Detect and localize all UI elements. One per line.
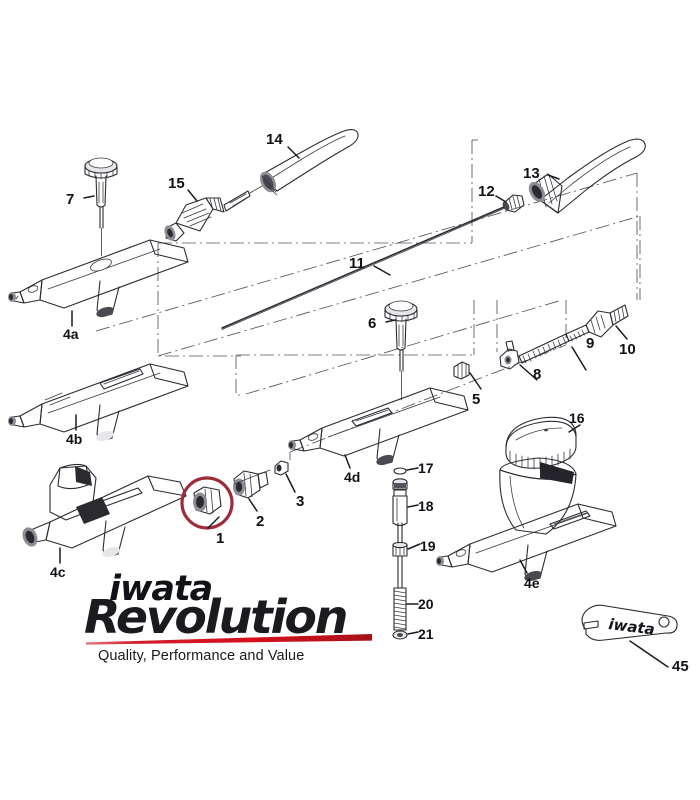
callout-19: 19 [407, 538, 436, 554]
callout-label-19: 19 [420, 538, 436, 554]
part-4e-body [8, 239, 189, 318]
callout-label-4b: 4c [50, 564, 66, 580]
callout-label-7: 7 [66, 191, 74, 208]
part-4c-body [288, 387, 469, 466]
part-16-cup-lid [505, 416, 577, 470]
iwata-revolution-logo: iwata Revolution Quality, Performance an… [84, 572, 384, 672]
callout-14: 14 [266, 131, 300, 159]
callout-18: 18 [407, 498, 434, 514]
callout-label-13: 13 [523, 165, 540, 182]
callout-label-10: 10 [619, 341, 636, 358]
callout-label-14: 14 [266, 131, 283, 148]
callout-20: 20 [406, 596, 434, 612]
callout-4d: 4e [519, 559, 540, 591]
callout-label-8: 8 [533, 366, 541, 383]
valve-assembly-column [392, 467, 408, 640]
callout-9: 9 [571, 335, 594, 371]
part-15-nozzle-cap [164, 185, 263, 242]
part-7-needle-adjusting-knob [84, 157, 118, 257]
callout-11: 11 [349, 255, 391, 276]
callout-10: 10 [615, 325, 636, 358]
part-2-nozzle-base [233, 470, 269, 499]
logo-product-text: Revolution [84, 590, 348, 644]
part-1-nozzle-cap [193, 486, 222, 515]
callout-label-18: 18 [418, 498, 434, 514]
callout-label-15: 15 [168, 175, 185, 192]
logo-tagline: Quality, Performance and Value [98, 648, 305, 664]
part-45-wrench: iwata [581, 604, 678, 641]
callout-label-3: 3 [296, 493, 304, 510]
callout-label-45: 45 [672, 658, 689, 675]
callout-label-11: 11 [349, 255, 365, 272]
callout-15: 15 [168, 175, 198, 202]
part-11-needle [221, 206, 505, 330]
callout-45: 45 [629, 640, 689, 675]
part-14-needle-cap [259, 128, 359, 196]
callout-12: 12 [478, 183, 507, 203]
part-12-nozzle [502, 194, 525, 213]
callout-4b: 4c [50, 547, 66, 580]
part-3-nozzle-o-ring [233, 460, 289, 485]
callout-7: 7 [66, 191, 95, 208]
callout-label-17: 17 [418, 460, 434, 476]
part-8-needle-chuck [499, 340, 520, 370]
callout-6: 6 [368, 315, 396, 332]
logo-brand-text: iwata [109, 569, 213, 609]
callout-label-2: 2 [256, 513, 264, 530]
callout-16: 16 [568, 410, 585, 433]
part-5-air-valve-screw [453, 361, 470, 380]
callout-4a: 4b [66, 414, 82, 447]
callout-label-1: 1 [216, 530, 224, 547]
callout-2: 2 [248, 498, 264, 530]
callout-label-9: 9 [586, 335, 594, 352]
part-4a-body [8, 363, 189, 442]
callout-4e: 4a [63, 310, 79, 342]
callout-5: 5 [469, 372, 482, 408]
part-9-needle-spring [518, 324, 590, 364]
callout-label-6: 6 [368, 315, 376, 332]
construction-lines [95, 139, 641, 460]
callout-label-4e: 4a [63, 326, 79, 342]
callout-label-4c: 4d [344, 469, 360, 485]
part-13-crown-cap [528, 138, 646, 214]
callout-label-4a: 4b [66, 431, 82, 447]
callout-label-4d: 4e [524, 575, 540, 591]
callout-label-12: 12 [478, 183, 495, 200]
part-4b-body [22, 463, 187, 558]
callout-label-20: 20 [418, 596, 434, 612]
callout-4c: 4d [344, 454, 360, 485]
callout-17: 17 [406, 460, 434, 476]
callout-21: 21 [407, 626, 434, 642]
callout-label-21: 21 [418, 626, 434, 642]
callout-8: 8 [519, 364, 541, 383]
logo-swoosh [86, 634, 372, 645]
callout-label-16: 16 [569, 410, 585, 426]
callout-1: 1 [207, 516, 224, 547]
highlight-ring-part-1 [180, 476, 234, 530]
callout-13: 13 [523, 165, 560, 182]
callout-3: 3 [285, 473, 304, 510]
part-4d-body [436, 457, 617, 582]
callout-label-5: 5 [472, 391, 480, 408]
wrench-engraving: iwata [608, 615, 656, 639]
part-6-needle-adjusting-knob [384, 300, 418, 401]
part-10-needle-chucking-nut [585, 304, 629, 338]
